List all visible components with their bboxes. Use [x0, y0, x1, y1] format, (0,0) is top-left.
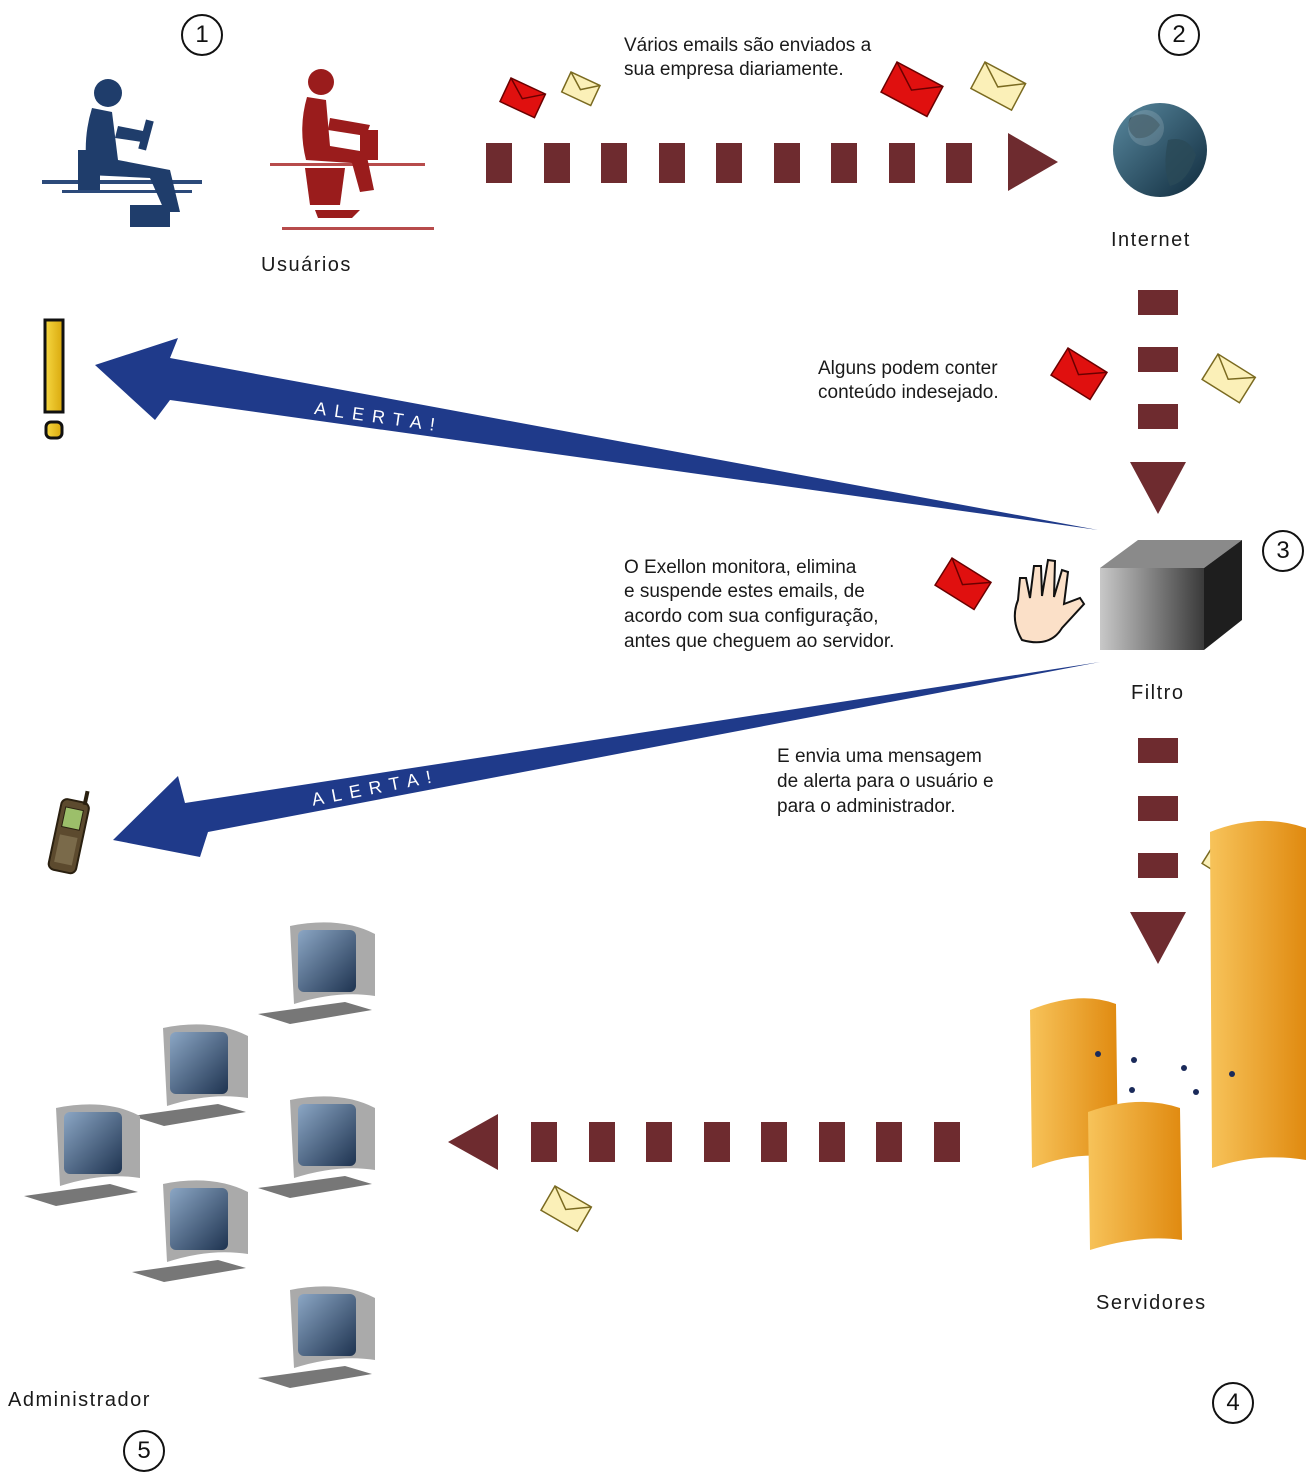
- note-emails-line1: Vários emails são enviados a: [624, 35, 872, 56]
- note-monitor-line4: antes que cheguem ao servidor.: [624, 631, 895, 652]
- network-dots: [1129, 1057, 1199, 1095]
- computer-icon: [132, 1180, 248, 1282]
- envelope-red-icon: [1050, 346, 1109, 401]
- envelope-cream-icon: [1201, 352, 1257, 404]
- envelope-red-icon: [934, 556, 993, 611]
- person-laptop-icon: [42, 79, 202, 227]
- computer-icon: [258, 1286, 375, 1388]
- computer-icon: [132, 1024, 248, 1126]
- person-desk-icon: [270, 69, 434, 230]
- servers-label: Servidores: [1096, 1292, 1207, 1314]
- step-5-badge: 5: [123, 1430, 165, 1472]
- step-3-badge: 3: [1262, 530, 1304, 572]
- computer-icon: [258, 922, 375, 1024]
- note-monitor-line3: acordo com sua configuração,: [624, 606, 879, 627]
- envelope-red-icon: [499, 77, 547, 119]
- mobile-phone-icon: [47, 790, 90, 875]
- note-unwanted-line1: Alguns podem conter: [818, 358, 998, 379]
- flow-arrow-to-internet: [486, 133, 1058, 191]
- flow-arrow-to-filter: [1130, 290, 1186, 514]
- hand-stop-icon: [1013, 558, 1086, 644]
- step-1-badge: 1: [181, 14, 223, 56]
- note-unwanted-line2: conteúdo indesejado.: [818, 382, 999, 403]
- flow-arrow-to-servers: [1130, 738, 1186, 964]
- envelope-red-icon: [880, 60, 944, 118]
- flow-arrow-to-admin: [448, 1114, 960, 1170]
- note-monitor-line2: e suspende estes emails, de: [624, 581, 865, 602]
- server-icon: [1210, 820, 1306, 1168]
- filter-label: Filtro: [1131, 682, 1185, 704]
- note-alert-line3: para o administrador.: [777, 796, 956, 817]
- note-monitor-line1: O Exellon monitora, elimina: [624, 557, 857, 578]
- computer-icon: [258, 1096, 375, 1198]
- warning-icon: [43, 318, 65, 440]
- computer-icon: [24, 1104, 140, 1206]
- note-emails-line2: sua empresa diariamente.: [624, 59, 844, 80]
- envelope-cream-icon: [539, 1184, 593, 1233]
- filter-box-icon: [1100, 540, 1242, 650]
- note-alert-line2: de alerta para o usuário e: [777, 771, 994, 792]
- server-icon: [1088, 1101, 1182, 1250]
- envelope-cream-icon: [560, 71, 601, 107]
- users-label: Usuários: [261, 254, 352, 276]
- step-2-badge: 2: [1158, 14, 1200, 56]
- internet-label: Internet: [1111, 229, 1191, 251]
- step-4-badge: 4: [1212, 1382, 1254, 1424]
- note-alert-line1: E envia uma mensagem: [777, 746, 982, 767]
- globe-icon: [1113, 103, 1207, 197]
- admin-label: Administrador: [8, 1389, 151, 1411]
- envelope-cream-icon: [969, 60, 1027, 112]
